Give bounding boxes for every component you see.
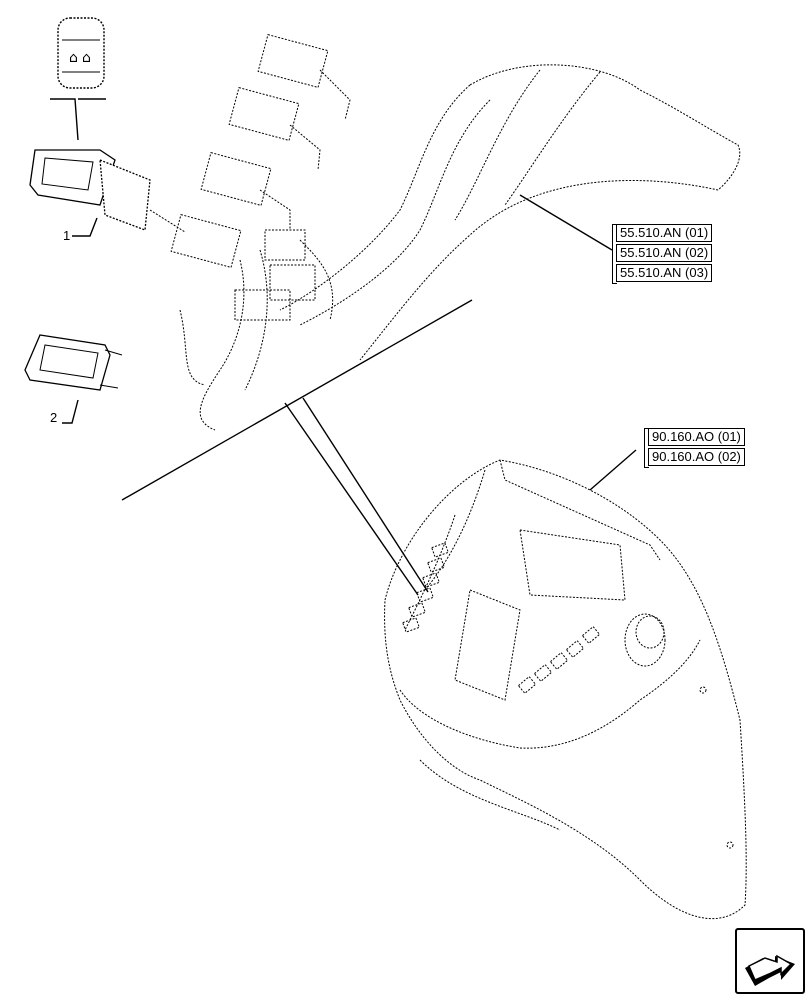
reference-link[interactable]: 55.510.AN (01) — [616, 224, 713, 242]
reference-link[interactable]: 55.510.AN (03) — [616, 264, 713, 282]
rocker-switch-part-1 — [29, 149, 151, 231]
reference-group-top: 55.510.AN (01) 55.510.AN (02) 55.510.AN … — [612, 224, 713, 284]
callout-2: 2 — [50, 410, 58, 425]
callout-1: 1 — [63, 228, 71, 243]
switch-symbol-icon: ⌂ ⌂ — [57, 17, 105, 89]
blank-cover-part-2 — [24, 334, 123, 391]
reference-bracket — [644, 428, 649, 468]
reference-link[interactable]: 90.160.AO (02) — [648, 448, 745, 466]
svg-text:⌂: ⌂ — [69, 50, 78, 66]
reference-link[interactable]: 90.160.AO (01) — [648, 428, 745, 446]
reference-bracket — [612, 224, 617, 284]
reference-link[interactable]: 55.510.AN (02) — [616, 244, 713, 262]
svg-text:⌂: ⌂ — [82, 50, 91, 66]
next-page-arrow-icon — [735, 928, 805, 994]
next-page-button[interactable] — [735, 928, 805, 994]
reference-group-bottom: 90.160.AO (01) 90.160.AO (02) — [644, 428, 745, 468]
